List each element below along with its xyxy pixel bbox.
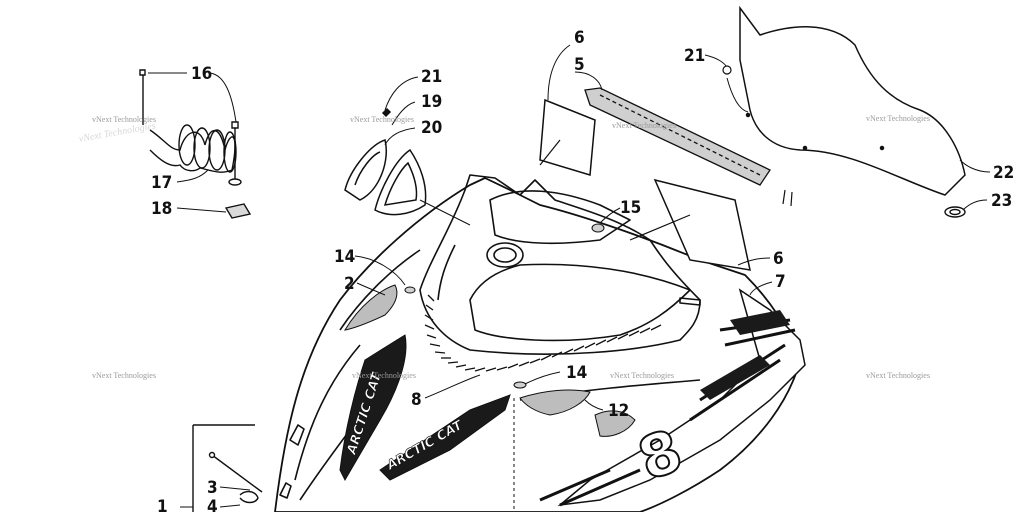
callout-20: 20	[421, 118, 442, 138]
callout-4: 4	[207, 497, 218, 512]
tether-cable-assembly	[139, 69, 252, 219]
handguard-visor	[344, 107, 427, 216]
side-graphics-decal: 8	[539, 288, 806, 507]
windshield	[739, 5, 966, 196]
callout-18: 18	[151, 199, 172, 219]
windshield-panel-lower	[629, 178, 751, 271]
callout-15: 15	[620, 198, 641, 218]
callout-7: 7	[775, 272, 786, 292]
callout-1: 1	[157, 497, 168, 512]
callout-14-lower: 14	[566, 363, 587, 383]
callout-5: 5	[574, 55, 585, 75]
small-emblems	[404, 223, 605, 389]
callout-3: 3	[207, 478, 218, 498]
watermark-text-5: vNext Technologies	[92, 371, 156, 380]
callout-21-right: 21	[684, 46, 705, 66]
leader-lines	[148, 44, 991, 508]
watermark-text-8: vNext Technologies	[866, 371, 930, 380]
vent-mesh	[343, 284, 636, 437]
logo-decal-center: ARCTIC CAT	[379, 394, 511, 481]
windshield-trim-strip	[584, 87, 771, 186]
windshield-screw	[722, 65, 793, 207]
callout-14-upper: 14	[334, 247, 355, 267]
callout-8: 8	[411, 390, 422, 410]
windshield-panel-upper	[539, 98, 596, 176]
callout-12: 12	[608, 401, 629, 421]
watermark-text-2: vNext Technologies	[350, 115, 414, 124]
callout-6-top: 6	[574, 28, 585, 48]
callout-23: 23	[991, 191, 1012, 211]
watermark-text-4: vNext Technologies	[866, 114, 930, 123]
grommet-23	[944, 206, 966, 218]
callout-17: 17	[151, 173, 172, 193]
callout-21-left: 21	[421, 67, 442, 87]
callout-22: 22	[993, 163, 1014, 183]
callout-2: 2	[344, 274, 355, 294]
callout-16: 16	[191, 64, 212, 84]
callout-6-right: 6	[773, 249, 784, 269]
hinge-pin-assembly	[192, 424, 263, 512]
watermarks: vNext Technologies vNext Technologies vN…	[78, 114, 930, 380]
watermark-text-3: vNext Technologies	[612, 121, 676, 130]
watermark-text-1: vNext Technologies	[92, 115, 156, 124]
callout-labels: 16 17 18 21 19 20 6 5 21 22 23 15 6 7 14…	[151, 28, 1014, 517]
svg-text:vNext Technologies: vNext Technologies	[78, 120, 157, 144]
watermark-text-6: vNext Technologies	[352, 371, 416, 380]
watermark-text-7: vNext Technologies	[610, 371, 674, 380]
callout-19: 19	[421, 92, 442, 112]
